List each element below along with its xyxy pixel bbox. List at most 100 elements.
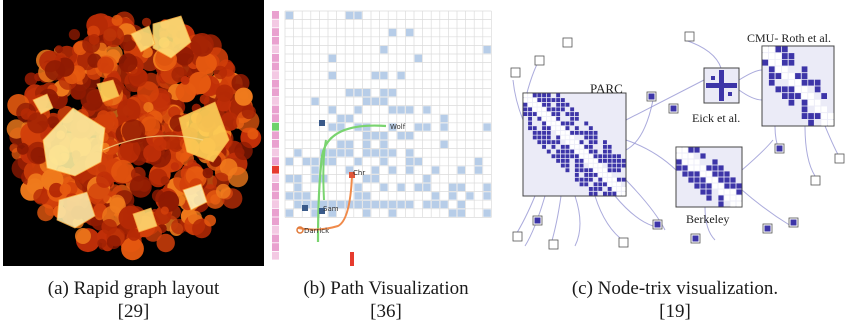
graph-node (129, 68, 148, 87)
matrix-cell (724, 183, 730, 189)
matrix-cell (598, 163, 603, 168)
matrix-cell (682, 159, 688, 165)
adjacency-cell (431, 166, 440, 174)
matrix-cell (542, 140, 546, 145)
path-node-marker (349, 172, 355, 178)
adjacency-cell (380, 149, 388, 157)
matrix-cell (821, 113, 827, 119)
eick-matrix-cells (706, 70, 737, 101)
caption-b: (b) Path Visualization [36] (268, 277, 504, 323)
matrix-cell (706, 177, 712, 183)
matrix-cell (694, 171, 700, 177)
caption-c-title: (c) Node-trix visualization. (571, 278, 779, 299)
matrix-cell (551, 144, 556, 149)
matrix-cell (528, 102, 532, 107)
matrix-cell (546, 140, 551, 145)
matrix-cell (718, 189, 724, 195)
graph-node (80, 87, 104, 111)
parc-matrix: PARC (522, 81, 627, 197)
matrix-cell (788, 59, 795, 66)
nodetrix-edge (738, 89, 763, 101)
matrix-cell (795, 79, 801, 86)
sidebar-row (272, 62, 279, 71)
adjacency-cell (354, 200, 362, 209)
matrix-cell (775, 46, 782, 53)
matrix-cell (762, 59, 769, 66)
graph-node (75, 228, 91, 244)
adjacency-cell (431, 192, 440, 200)
adjacency-cell (363, 132, 371, 140)
adjacency-cell (406, 166, 414, 174)
matrix-cell (688, 153, 694, 159)
matrix-cell (621, 187, 626, 191)
matrix-cell (556, 93, 561, 98)
matrix-cell (827, 113, 834, 119)
adjacency-cell (414, 54, 422, 62)
orange-path (297, 175, 353, 231)
matrix-cell (570, 107, 575, 112)
matrix-cell (574, 177, 579, 182)
matrix-cell (593, 187, 598, 191)
matrix-cell (730, 177, 736, 183)
matrix-cell (768, 46, 775, 53)
matrix-cell (788, 79, 795, 86)
matrix-cell (736, 201, 742, 207)
matrix-cell (712, 183, 718, 189)
matrix-cell (730, 189, 736, 195)
adjacency-cell (388, 209, 397, 217)
graph-node (106, 235, 121, 250)
matrix-cell (788, 53, 795, 59)
caption-a-ref: [29] (117, 301, 150, 322)
adjacency-cell (285, 175, 293, 183)
matrix-cell (551, 121, 556, 126)
small-node (834, 153, 845, 164)
adjacency-cell (363, 97, 371, 105)
matrix-cell (593, 163, 598, 168)
matrix-cell (711, 76, 715, 80)
adjacency-cell (328, 209, 336, 217)
graph-node (195, 52, 217, 75)
adjacency-cell (363, 209, 371, 217)
adjacency-cell (328, 71, 336, 80)
matrix-cell (537, 107, 542, 112)
matrix-cell (718, 183, 724, 189)
matrix-cell (688, 177, 694, 183)
matrix-cell (546, 149, 551, 154)
matrix-cell (801, 99, 808, 106)
path-visualization-image: Wolf Chr Sam Darrick (268, 0, 504, 266)
matrix-cell (795, 73, 801, 79)
adjacency-cell (345, 114, 354, 123)
matrix-cell (706, 171, 712, 177)
matrix-cell (593, 154, 598, 159)
adjacency-cell (449, 183, 457, 191)
matrix-cell (532, 98, 537, 102)
adjacency-cell (423, 183, 431, 191)
matrix-cell (718, 201, 724, 207)
matrix-cell (532, 93, 537, 98)
matrix-cell (542, 126, 546, 131)
matrix-cell (556, 149, 561, 154)
graph-node (103, 25, 125, 48)
eick-matrix: Eick et al. (692, 67, 740, 125)
row-highlight-sidebar (272, 11, 354, 266)
nodetrix-edge (804, 125, 816, 177)
adjacency-cell (302, 157, 311, 166)
nodetrix-edge (512, 79, 524, 121)
highlight-shard (178, 101, 230, 163)
small-node-fill (776, 145, 783, 152)
matrix-cell (612, 158, 617, 163)
matrix-cell (579, 130, 584, 135)
matrix-cell (682, 147, 688, 153)
adjacency-cell (311, 166, 319, 174)
graph-node (180, 76, 190, 85)
matrix-cell (593, 191, 598, 196)
matrix-cell (782, 59, 788, 66)
graph-node (170, 162, 180, 171)
adjacency-cell (337, 149, 345, 157)
adjacency-cell (371, 200, 379, 209)
adjacency-cell (345, 149, 354, 157)
matrix-cell (700, 165, 706, 171)
matrix-cell (565, 168, 570, 173)
matrix-cell (565, 126, 570, 131)
adjacency-cell (397, 106, 405, 114)
